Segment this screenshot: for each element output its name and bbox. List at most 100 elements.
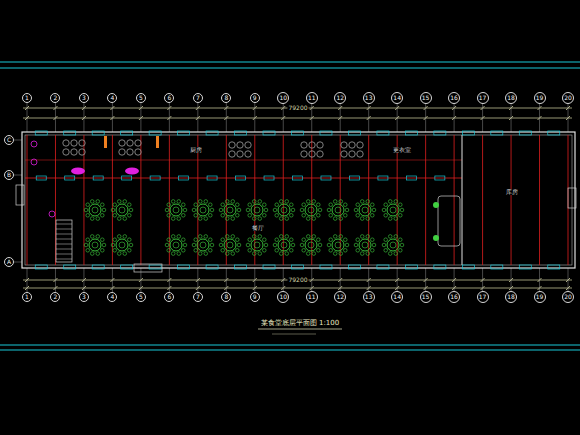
window (206, 265, 218, 269)
window (519, 131, 531, 135)
round-table (165, 200, 187, 221)
axis-bubble: 3 (79, 292, 89, 302)
round-table (382, 200, 404, 221)
axis-line (55, 268, 56, 292)
round-table (273, 235, 295, 256)
round-table (165, 235, 187, 256)
dimension-line (23, 118, 572, 119)
room-name: 厨房 (189, 147, 203, 153)
window (263, 265, 275, 269)
axis-bubble: 9 (250, 93, 260, 103)
axis-number: 11 (308, 294, 316, 300)
axis-line (283, 103, 284, 132)
window (434, 131, 446, 135)
axis-bubble: 15 (420, 291, 432, 303)
window (548, 131, 560, 135)
axis-bubble: 6 (164, 93, 174, 103)
axis-number: 13 (365, 95, 373, 101)
axis-number: 5 (139, 95, 143, 101)
inner-wall (25, 135, 572, 265)
axis-number: 2 (54, 95, 58, 101)
axis-bubble: 5 (136, 292, 146, 302)
plant (433, 202, 439, 208)
axis-line (254, 103, 255, 132)
window (235, 131, 247, 135)
structural-grid (112, 135, 113, 265)
stair (56, 220, 72, 262)
axis-number: 1 (25, 95, 29, 101)
axis-number: C (7, 137, 11, 143)
sheet-border (0, 62, 580, 63)
stair-tread (56, 244, 72, 245)
axis-number: 12 (336, 294, 344, 300)
axis-bubble: 1 (22, 93, 32, 103)
window (92, 265, 104, 269)
axis-bubble: 13 (363, 291, 375, 303)
round-table (84, 200, 106, 221)
corridor-window (179, 176, 189, 180)
axis-bubble: 17 (477, 291, 489, 303)
round-table (327, 200, 349, 221)
structural-grid (25, 160, 462, 161)
round-table (219, 235, 241, 256)
axis-number: 16 (450, 95, 458, 101)
fixture (31, 159, 37, 165)
axis-line (340, 268, 341, 292)
axis-number: 11 (308, 95, 316, 101)
window (462, 131, 474, 135)
round-table (111, 200, 133, 221)
axis-bubble: 14 (391, 92, 403, 104)
axis-line (169, 268, 170, 292)
plant (433, 235, 439, 241)
corridor-window (236, 176, 246, 180)
structural-grid (283, 135, 284, 265)
axis-bubble: B (4, 170, 14, 180)
window (377, 131, 389, 135)
axis-number: 15 (422, 95, 430, 101)
axis-line (425, 103, 426, 132)
axis-bubble: 19 (534, 92, 546, 104)
kitchen-equipment (229, 142, 251, 157)
axis-bubble: 13 (363, 92, 375, 104)
axis-number: 10 (279, 95, 287, 101)
axis-number: 12 (336, 95, 344, 101)
drawing-title: 某食堂底层平面图 1:100 (261, 320, 339, 327)
axis-line (27, 268, 28, 292)
axis-number: 13 (365, 294, 373, 300)
counter (438, 196, 460, 246)
window (263, 131, 275, 135)
axis-number: 2 (54, 294, 58, 300)
axis-line (226, 268, 227, 292)
axis-line (568, 268, 569, 292)
round-table (111, 235, 133, 256)
axis-number: 16 (450, 294, 458, 300)
axis-bubble: 12 (334, 291, 346, 303)
window (377, 265, 389, 269)
sheet-border (0, 345, 580, 346)
axis-number: 14 (393, 294, 401, 300)
axis-number: 8 (224, 95, 228, 101)
round-table (273, 200, 295, 221)
structural-grid (27, 135, 28, 265)
window (348, 131, 360, 135)
stair-tread (56, 254, 72, 255)
axis-number: 5 (139, 294, 143, 300)
axis-line (425, 268, 426, 292)
axis-line (55, 103, 56, 132)
axis-line (368, 268, 369, 292)
corridor-window (435, 176, 445, 180)
axis-bubble: 17 (477, 92, 489, 104)
axis-line (112, 268, 113, 292)
structural-grid (25, 178, 462, 179)
axis-bubble: 16 (448, 291, 460, 303)
axis-bubble: 2 (50, 93, 60, 103)
axis-number: 6 (167, 95, 171, 101)
axis-number: 19 (536, 95, 544, 101)
axis-bubble: 10 (277, 291, 289, 303)
partition-wall (462, 135, 463, 265)
window (149, 265, 161, 269)
axis-number: 1 (25, 294, 29, 300)
axis-bubble: 10 (277, 92, 289, 104)
title-underline (272, 334, 316, 335)
axis-bubble: 18 (505, 291, 517, 303)
